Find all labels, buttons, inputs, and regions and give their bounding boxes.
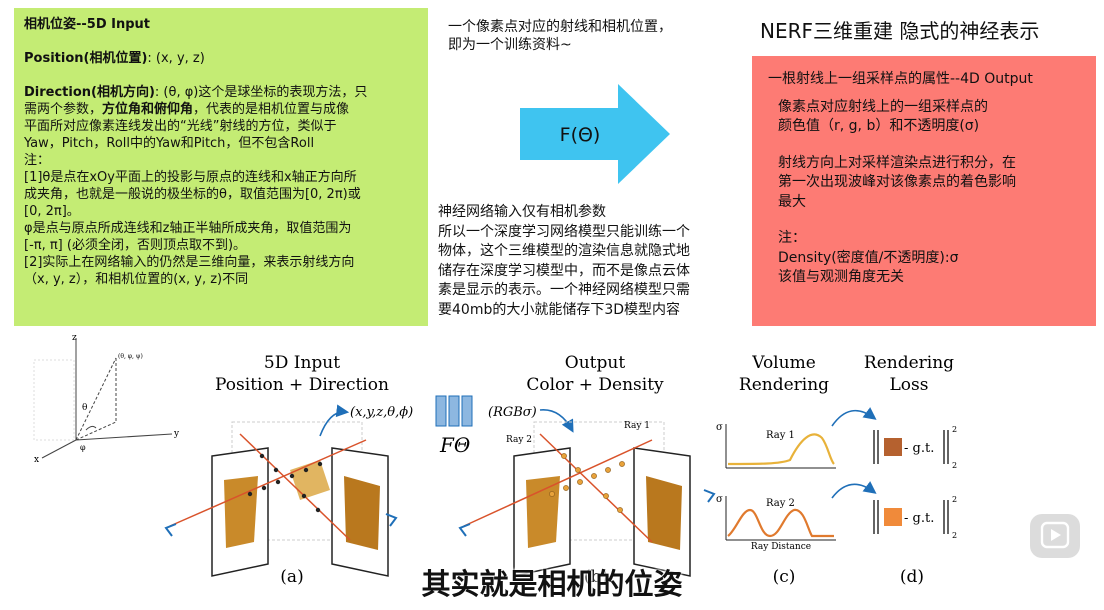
panel-line: 成夹角，也就是一般说的极坐标的θ，取值范围为[0, 2π)或 [24,187,361,202]
training-data-note: 一个像素点对应的射线和相机位置， 即为一个训练资料~ [448,19,672,53]
caption-c: (c) [773,567,796,587]
ray2-label-b: Ray 2 [506,435,532,445]
direction-line: Direction(相机方向): (θ, φ)这个是球坐标的表现方法，只 [24,85,368,100]
loss-term-2 [873,500,949,534]
sigma-label-2: σ [716,494,723,505]
output-tuple: (RGBσ) [488,405,537,420]
panel-line: φ是点与原点所成连线和z轴正半轴所成夹角，取值范围为 [24,221,352,236]
caption-a: (a) [280,567,303,587]
ray1-label-b: Ray 1 [624,421,650,431]
network-block [435,395,473,427]
play-icon [1040,521,1070,549]
nerf-title: NERF三维重建 隐式的神经表示 [760,19,1040,43]
camera-pose-panel: 相机位姿--5D Input Position(相机位置): (x, y, z)… [14,8,428,326]
volume-plot-1 [725,424,836,469]
arrow-label: F(Θ) [560,124,601,146]
position-line: Position(相机位置): (x, y, z) [24,51,205,66]
axis-phi-label: φ [80,443,86,452]
svg-text:2: 2 [952,531,957,540]
sigma-label-1: σ [716,422,723,433]
input-title: 5D Input [264,353,340,373]
direction-line-2: 需两个参数，方位角和俯仰角，代表的是相机位置与成像 [24,102,350,117]
panel-line: [1]θ是点在xOy平面上的投影与原点的连线和x轴正方向所 [24,170,357,185]
output-title: Output [565,353,626,373]
volume-plot-2 [725,496,836,541]
axis-z-label: z [72,333,77,343]
left-panel-heading: 相机位姿--5D Input [24,17,151,32]
ray2-label-c: Ray 2 [766,498,795,509]
svg-text:2: 2 [952,425,957,434]
scene-a [164,421,398,577]
coordinate-axes [33,338,173,459]
point-label: (θ, φ, ψ) [118,353,143,360]
volume-subtitle: Rendering [739,375,829,395]
caption-b: (b) [584,567,608,587]
gt-label-2: - g.t. [904,511,934,526]
axis-x-label: x [34,455,39,465]
axis-theta-label: θ [82,403,87,413]
play-button[interactable] [1030,514,1080,558]
caption-d: (d) [900,567,924,587]
ray-distance-label: Ray Distance [751,542,811,552]
loss-title: Rendering [864,353,954,373]
network-note: 神经网络输入仅有相机参数 所以一个深度学习网络模型只能训练一个 物体，这个三维模… [438,204,690,318]
loss-term-1 [873,430,949,464]
panel-line: [0, 2π]。 [24,204,80,219]
panel-line: [-π, π] (必须全闭，否则顶点取不到)。 [24,238,247,253]
mapping-arrow-icon: F(Θ) [520,84,670,184]
nerf-pipeline-figure: z y x θ φ (θ, φ, ψ) 5D Input Position + … [33,333,957,587]
video-subtitle: 其实就是相机的位姿 [421,567,683,601]
panel-line: （x, y, z），和相机位置的(x, y, z)不同 [24,272,249,287]
network-label: FΘ [439,433,470,457]
gt-label-1: - g.t. [904,441,934,456]
panel-line: 注： [24,153,51,168]
loss-subtitle: Loss [890,375,929,395]
axis-y-label: y [173,429,180,439]
panel-line: [2]实际上在网络输入的仍然是三维向量，来表示射线方向 [24,255,355,270]
scene-b [458,421,716,577]
panel-line: Yaw，Pitch，Roll中的Yaw和Pitch，但不包含Roll [24,136,315,151]
svg-text:2: 2 [952,495,957,504]
panel-line: 平面所对应像素连线发出的“光线”射线的方位，类似于 [24,119,337,134]
svg-text:2: 2 [952,461,957,470]
output-subtitle: Color + Density [526,375,664,395]
output-panel: 一根射线上一组采样点的属性--4D Output 像素点对应射线上的一组采样点的… [752,56,1096,326]
input-subtitle: Position + Direction [215,375,389,395]
volume-title: Volume [751,353,816,373]
input-tuple: (x,y,z,θ,ϕ) [350,405,413,420]
output-heading: 一根射线上一组采样点的属性--4D Output [768,71,1033,87]
ray1-label-c: Ray 1 [766,430,795,441]
